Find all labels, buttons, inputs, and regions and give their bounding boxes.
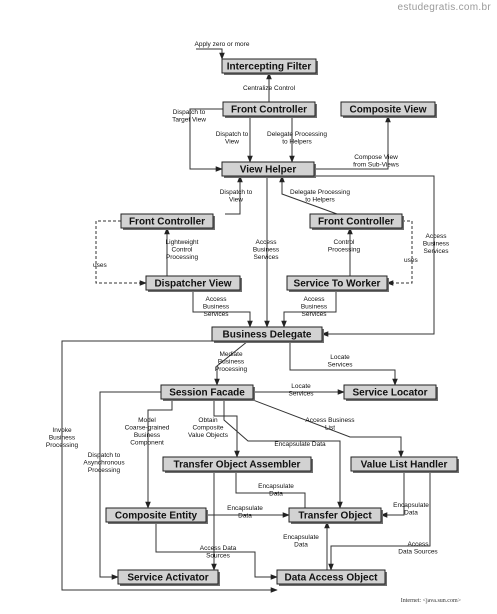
watermark-text: estudegratis.com.br bbox=[397, 2, 491, 13]
box-transfer-object-assembler: Transfer Object Assembler bbox=[162, 456, 313, 473]
box-business-delegate: Business Delegate bbox=[211, 326, 324, 343]
box-label: Session Facade bbox=[169, 388, 245, 399]
edge-22 bbox=[145, 399, 173, 509]
edge-24 bbox=[252, 399, 404, 458]
box-label: Intercepting Filter bbox=[227, 62, 312, 73]
edge-14 bbox=[314, 175, 435, 337]
edge-1 bbox=[196, 48, 225, 60]
diagram-edges bbox=[61, 48, 435, 593]
box-value-list-handler: Value List Handler bbox=[350, 456, 459, 473]
edge-15 bbox=[192, 290, 253, 328]
edge-18 bbox=[289, 341, 398, 386]
box-label: Composite View bbox=[349, 105, 426, 116]
edge-32 bbox=[328, 471, 431, 571]
edge-10 bbox=[95, 220, 147, 286]
edge-25 bbox=[223, 399, 343, 509]
box-label: View Helper bbox=[240, 165, 297, 176]
box-service-to-worker: Service To Worker bbox=[286, 275, 389, 292]
edge-17 bbox=[214, 340, 249, 386]
box-label: Front Controller bbox=[318, 217, 394, 228]
box-session-facade: Session Facade bbox=[160, 384, 255, 401]
box-label: Transfer Object Assembler bbox=[174, 460, 301, 471]
edge-28 bbox=[380, 471, 405, 518]
source-footer: Internet: <java.sun.com> bbox=[400, 598, 461, 604]
box-label: Dispatcher View bbox=[154, 279, 231, 290]
edge-3 bbox=[189, 108, 223, 172]
edge-20 bbox=[61, 340, 278, 593]
edge-label-centralize-control: Centralize Control bbox=[243, 85, 296, 92]
box-front-controller-top: Front Controller bbox=[222, 101, 317, 118]
box-label: Transfer Object bbox=[298, 511, 372, 522]
box-view-helper: View Helper bbox=[221, 161, 316, 178]
box-dispatcher-view: Dispatcher View bbox=[145, 275, 242, 292]
box-label: Service To Worker bbox=[294, 279, 381, 290]
box-label: Service Locator bbox=[352, 388, 427, 399]
box-composite-view: Composite View bbox=[340, 101, 437, 118]
box-front-controller-left: Front Controller bbox=[120, 213, 215, 230]
box-label: Service Activator bbox=[127, 573, 208, 584]
edge-16 bbox=[281, 290, 337, 328]
box-label: Composite Entity bbox=[115, 511, 198, 522]
edge-label-apply-zero-or-more: Apply zero or more bbox=[195, 41, 250, 48]
box-data-access-object: Data Access Object bbox=[276, 569, 387, 586]
box-label: Value List Handler bbox=[361, 460, 448, 471]
edge-13 bbox=[386, 220, 413, 286]
box-intercepting-filter: Intercepting Filter bbox=[221, 58, 318, 75]
box-label: Front Controller bbox=[231, 105, 307, 116]
edge-label-uses-right: uses bbox=[404, 257, 418, 264]
box-transfer-object: Transfer Object bbox=[288, 507, 383, 524]
edge-7 bbox=[225, 175, 243, 215]
edge-31 bbox=[155, 522, 278, 580]
edge-6 bbox=[314, 115, 391, 170]
box-label: Data Access Object bbox=[284, 573, 378, 584]
edge-23 bbox=[213, 399, 240, 458]
edge-label-encapsulate-data-sf: Encapsulate Data bbox=[274, 441, 326, 448]
box-service-activator: Service Activator bbox=[117, 569, 220, 586]
box-label: Business Delegate bbox=[223, 330, 312, 341]
edge-8 bbox=[279, 175, 338, 215]
box-front-controller-right: Front Controller bbox=[309, 213, 404, 230]
box-composite-entity: Composite Entity bbox=[105, 507, 208, 524]
box-label: Front Controller bbox=[129, 217, 205, 228]
edge-21 bbox=[99, 391, 161, 580]
box-service-locator: Service Locator bbox=[343, 384, 438, 401]
edge-label-uses-left: uses bbox=[93, 262, 107, 269]
